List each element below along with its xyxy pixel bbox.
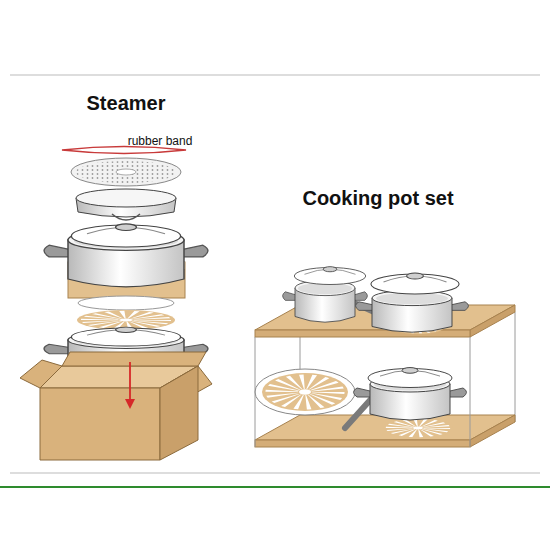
pot-lid [368,368,452,388]
sunburst-pad [383,418,453,438]
saucepan [283,280,368,322]
pan-handle [345,398,372,428]
panel-heading: Cooking pot set [302,187,453,210]
pot-lid [371,273,459,294]
pan-lid-pad [255,369,355,415]
steam-plate [71,158,181,186]
green-rule [0,486,550,488]
pot-lid [71,327,180,346]
panel-heading: Steamer [87,92,166,115]
insert-arrow [125,362,135,409]
divider-line [10,473,540,474]
part-name: rubber band [128,135,193,149]
divider-line [10,75,540,76]
pot-lid [71,224,180,247]
steamer-basket [76,189,176,220]
cooking-pot [356,290,469,332]
cardboard-box [20,352,212,460]
pot-lid [294,267,365,285]
plate-disc [78,296,174,310]
